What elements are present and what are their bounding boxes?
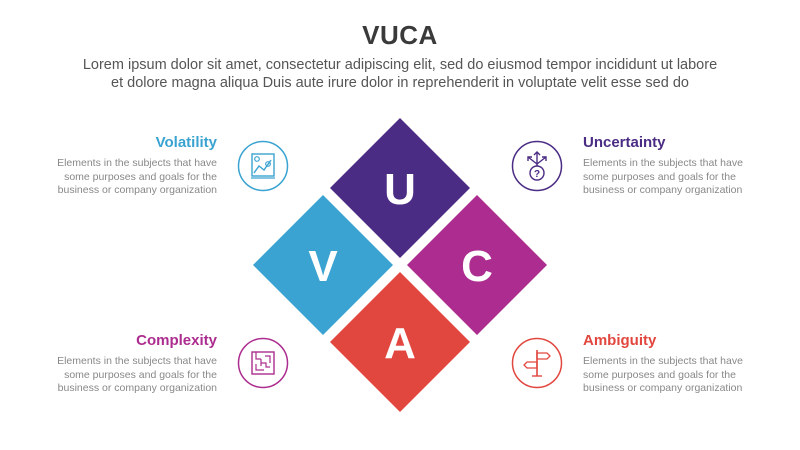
signpost-icon	[511, 337, 563, 389]
complexity-description: Elements in the subjects that have some …	[0, 355, 217, 396]
ambiguity-desc-line-3: business or company organization	[583, 382, 743, 394]
uncertainty-desc-line-1: Elements in the subjects that have	[583, 157, 743, 169]
page-title: VUCA	[362, 20, 438, 50]
uncertainty-title: Uncertainty	[583, 134, 666, 151]
complexity-block: Complexity Elements in the subjects that…	[0, 332, 217, 396]
diamond-a: A	[330, 272, 470, 412]
ambiguity-desc-line-1: Elements in the subjects that have	[583, 355, 743, 367]
subtitle-line-2: et dolore magna aliqua Duis aute irure d…	[111, 75, 689, 91]
volatility-desc-line-3: business or company organization	[57, 184, 217, 196]
complexity-desc-line-1: Elements in the subjects that have	[57, 355, 217, 367]
diamond-u-shape	[330, 118, 470, 258]
diamond-u-letter: U	[384, 165, 416, 214]
page-subtitle: Lorem ipsum dolor sit amet, consectetur …	[30, 56, 770, 92]
complexity-desc-line-3: business or company organization	[57, 382, 217, 394]
diamond-c-letter: C	[461, 242, 493, 291]
complexity-desc-line-2: some purposes and goals for the	[64, 368, 217, 381]
volatility-desc-line-1: Elements in the subjects that have	[57, 157, 217, 169]
question-arrows-icon: ?	[511, 140, 563, 192]
diamond-v-shape	[253, 195, 393, 335]
diamond-a-letter: A	[384, 319, 416, 368]
chart-icon	[237, 140, 289, 192]
volatility-block: Volatility Elements in the subjects that…	[0, 134, 217, 198]
svg-text:?: ?	[534, 169, 540, 180]
uncertainty-desc-line-3: business or company organization	[583, 184, 743, 196]
volatility-desc-line-2: some purposes and goals for the	[64, 170, 217, 183]
diamond-c: C	[407, 195, 547, 335]
maze-icon	[237, 337, 289, 389]
diamond-v: V	[253, 195, 393, 335]
complexity-title: Complexity	[136, 332, 217, 349]
diamond-u: U	[330, 118, 470, 258]
subtitle-line-1: Lorem ipsum dolor sit amet, consectetur …	[82, 57, 718, 73]
ambiguity-title: Ambiguity	[583, 332, 657, 349]
uncertainty-desc-line-2: some purposes and goals for the	[583, 170, 736, 183]
ambiguity-block: Ambiguity Elements in the subjects that …	[583, 332, 800, 396]
volatility-title: Volatility	[155, 134, 217, 151]
uncertainty-description: Elements in the subjects that have some …	[583, 157, 800, 198]
diamond-c-shape	[407, 195, 547, 335]
diamond-v-letter: V	[308, 242, 338, 291]
volatility-description: Elements in the subjects that have some …	[0, 157, 217, 198]
uncertainty-block: Uncertainty Elements in the subjects tha…	[583, 134, 800, 198]
ambiguity-description: Elements in the subjects that have some …	[583, 355, 800, 396]
ambiguity-desc-line-2: some purposes and goals for the	[583, 368, 736, 381]
diamond-a-shape	[330, 272, 470, 412]
